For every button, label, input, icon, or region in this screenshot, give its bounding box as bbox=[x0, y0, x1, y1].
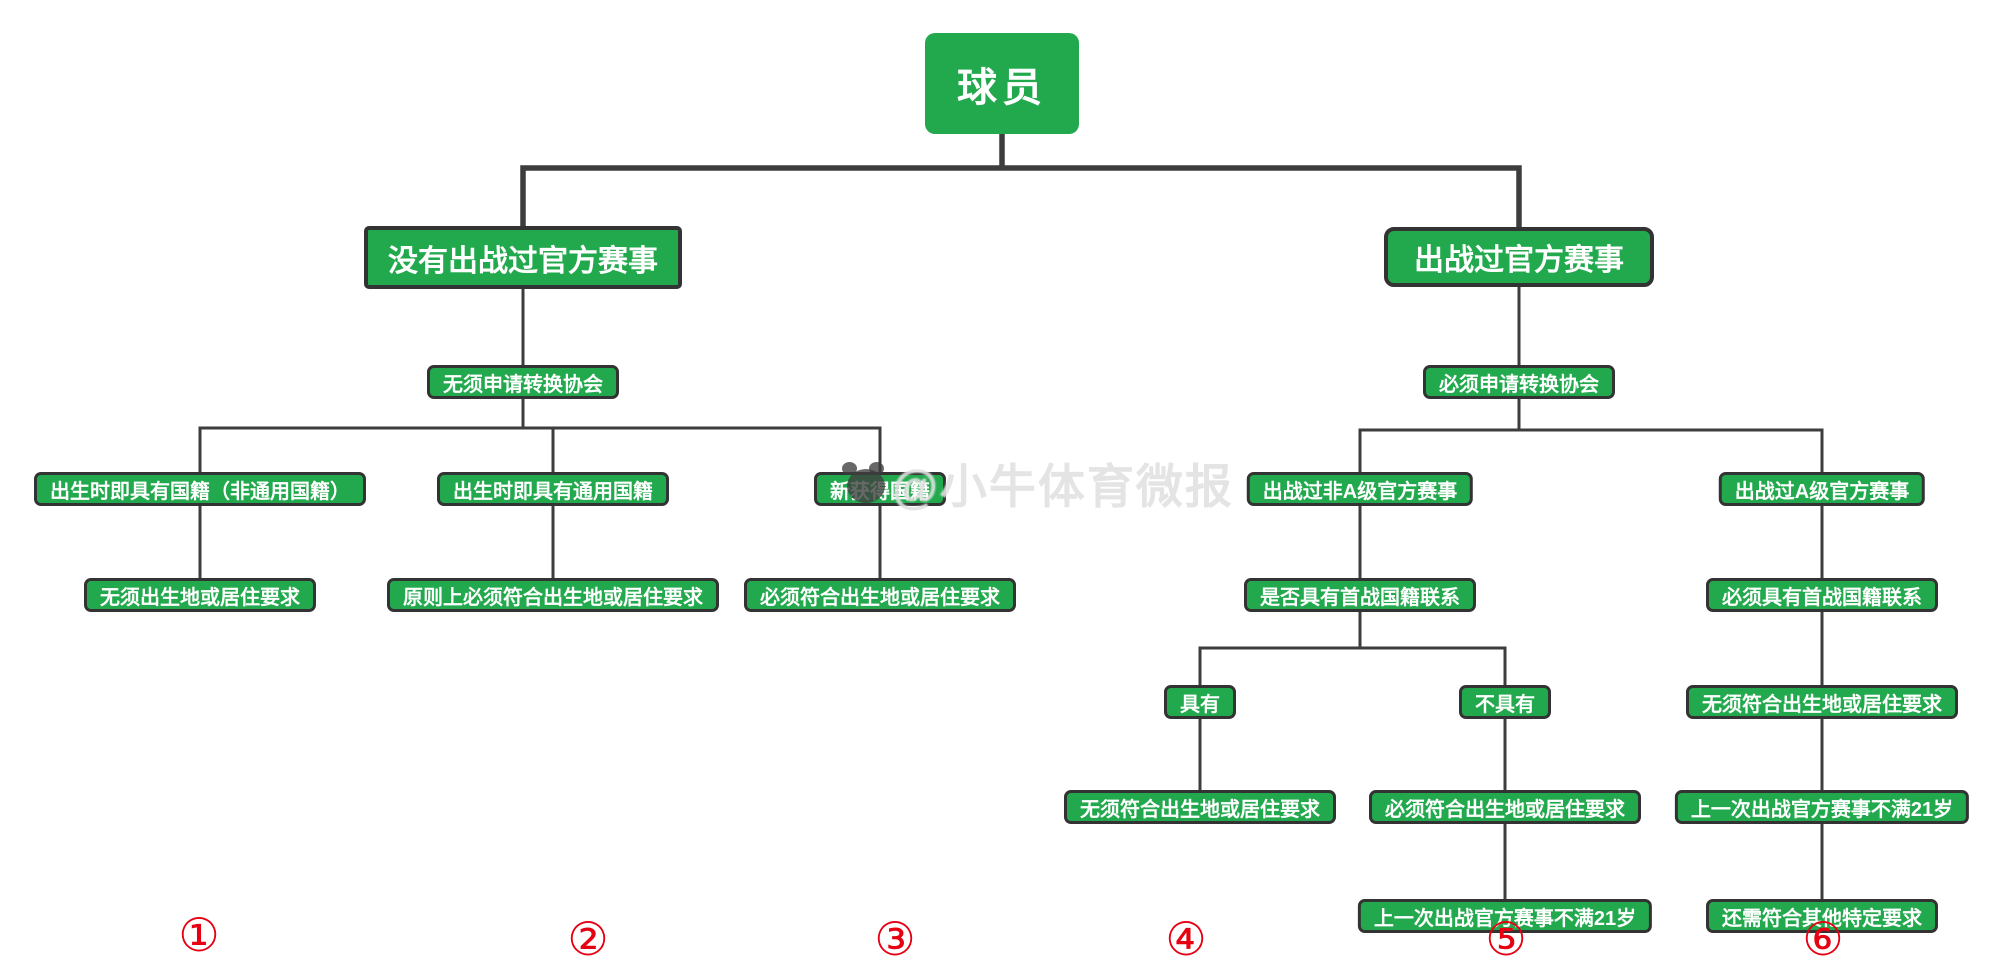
node-principle-must-meet: 原则上必须符合出生地或居住要求 bbox=[387, 578, 719, 612]
node-other-specific-req: 还需符合其他特定要求 bbox=[1706, 899, 1938, 933]
node-birth-universal-nationality: 出生时即具有通用国籍 bbox=[437, 472, 669, 506]
footnote-number-6: ⑥ bbox=[1802, 913, 1844, 965]
node-must-apply-switch: 必须申请转换协会 bbox=[1423, 365, 1615, 399]
node-birth-non-universal-nationality: 出生时即具有国籍（非通用国籍） bbox=[34, 472, 366, 506]
node-player: 球员 bbox=[925, 33, 1079, 134]
node-must-meet-birth-residence: 必须符合出生地或居住要求 bbox=[744, 578, 1016, 612]
node-no-link: 不具有 bbox=[1459, 685, 1551, 719]
node-last-match-under21: 上一次出战官方赛事不满21岁 bbox=[1357, 899, 1653, 933]
node-has-first-cap-link-question: 是否具有首战国籍联系 bbox=[1244, 578, 1476, 612]
node-has-link: 具有 bbox=[1164, 685, 1236, 719]
node-non-a-level-matches: 出战过非A级官方赛事 bbox=[1246, 472, 1474, 506]
node-must-meet: 必须符合出生地或居住要求 bbox=[1369, 790, 1641, 824]
node-no-birth-residence-req: 无须出生地或居住要求 bbox=[84, 578, 316, 612]
node-new-nationality: 新获得国籍 bbox=[814, 472, 946, 506]
footnote-number-5: ⑤ bbox=[1485, 913, 1527, 965]
node-no-need-apply-switch: 无须申请转换协会 bbox=[427, 365, 619, 399]
node-no-official-matches: 没有出战过官方赛事 bbox=[364, 226, 682, 289]
node-last-match-under21-right: 上一次出战官方赛事不满21岁 bbox=[1674, 790, 1970, 824]
node-must-have-first-cap-link: 必须具有首战国籍联系 bbox=[1706, 578, 1938, 612]
node-no-need-meet-right: 无须符合出生地或居住要求 bbox=[1686, 685, 1958, 719]
footnote-number-2: ② bbox=[567, 913, 609, 965]
footnote-number-3: ③ bbox=[874, 913, 916, 965]
footnote-number-1: ① bbox=[178, 909, 220, 961]
node-a-level-matches: 出战过A级官方赛事 bbox=[1718, 472, 1926, 506]
footnote-number-4: ④ bbox=[1165, 913, 1207, 965]
node-no-need-meet: 无须符合出生地或居住要求 bbox=[1064, 790, 1336, 824]
node-official-matches: 出战过官方赛事 bbox=[1384, 227, 1654, 287]
